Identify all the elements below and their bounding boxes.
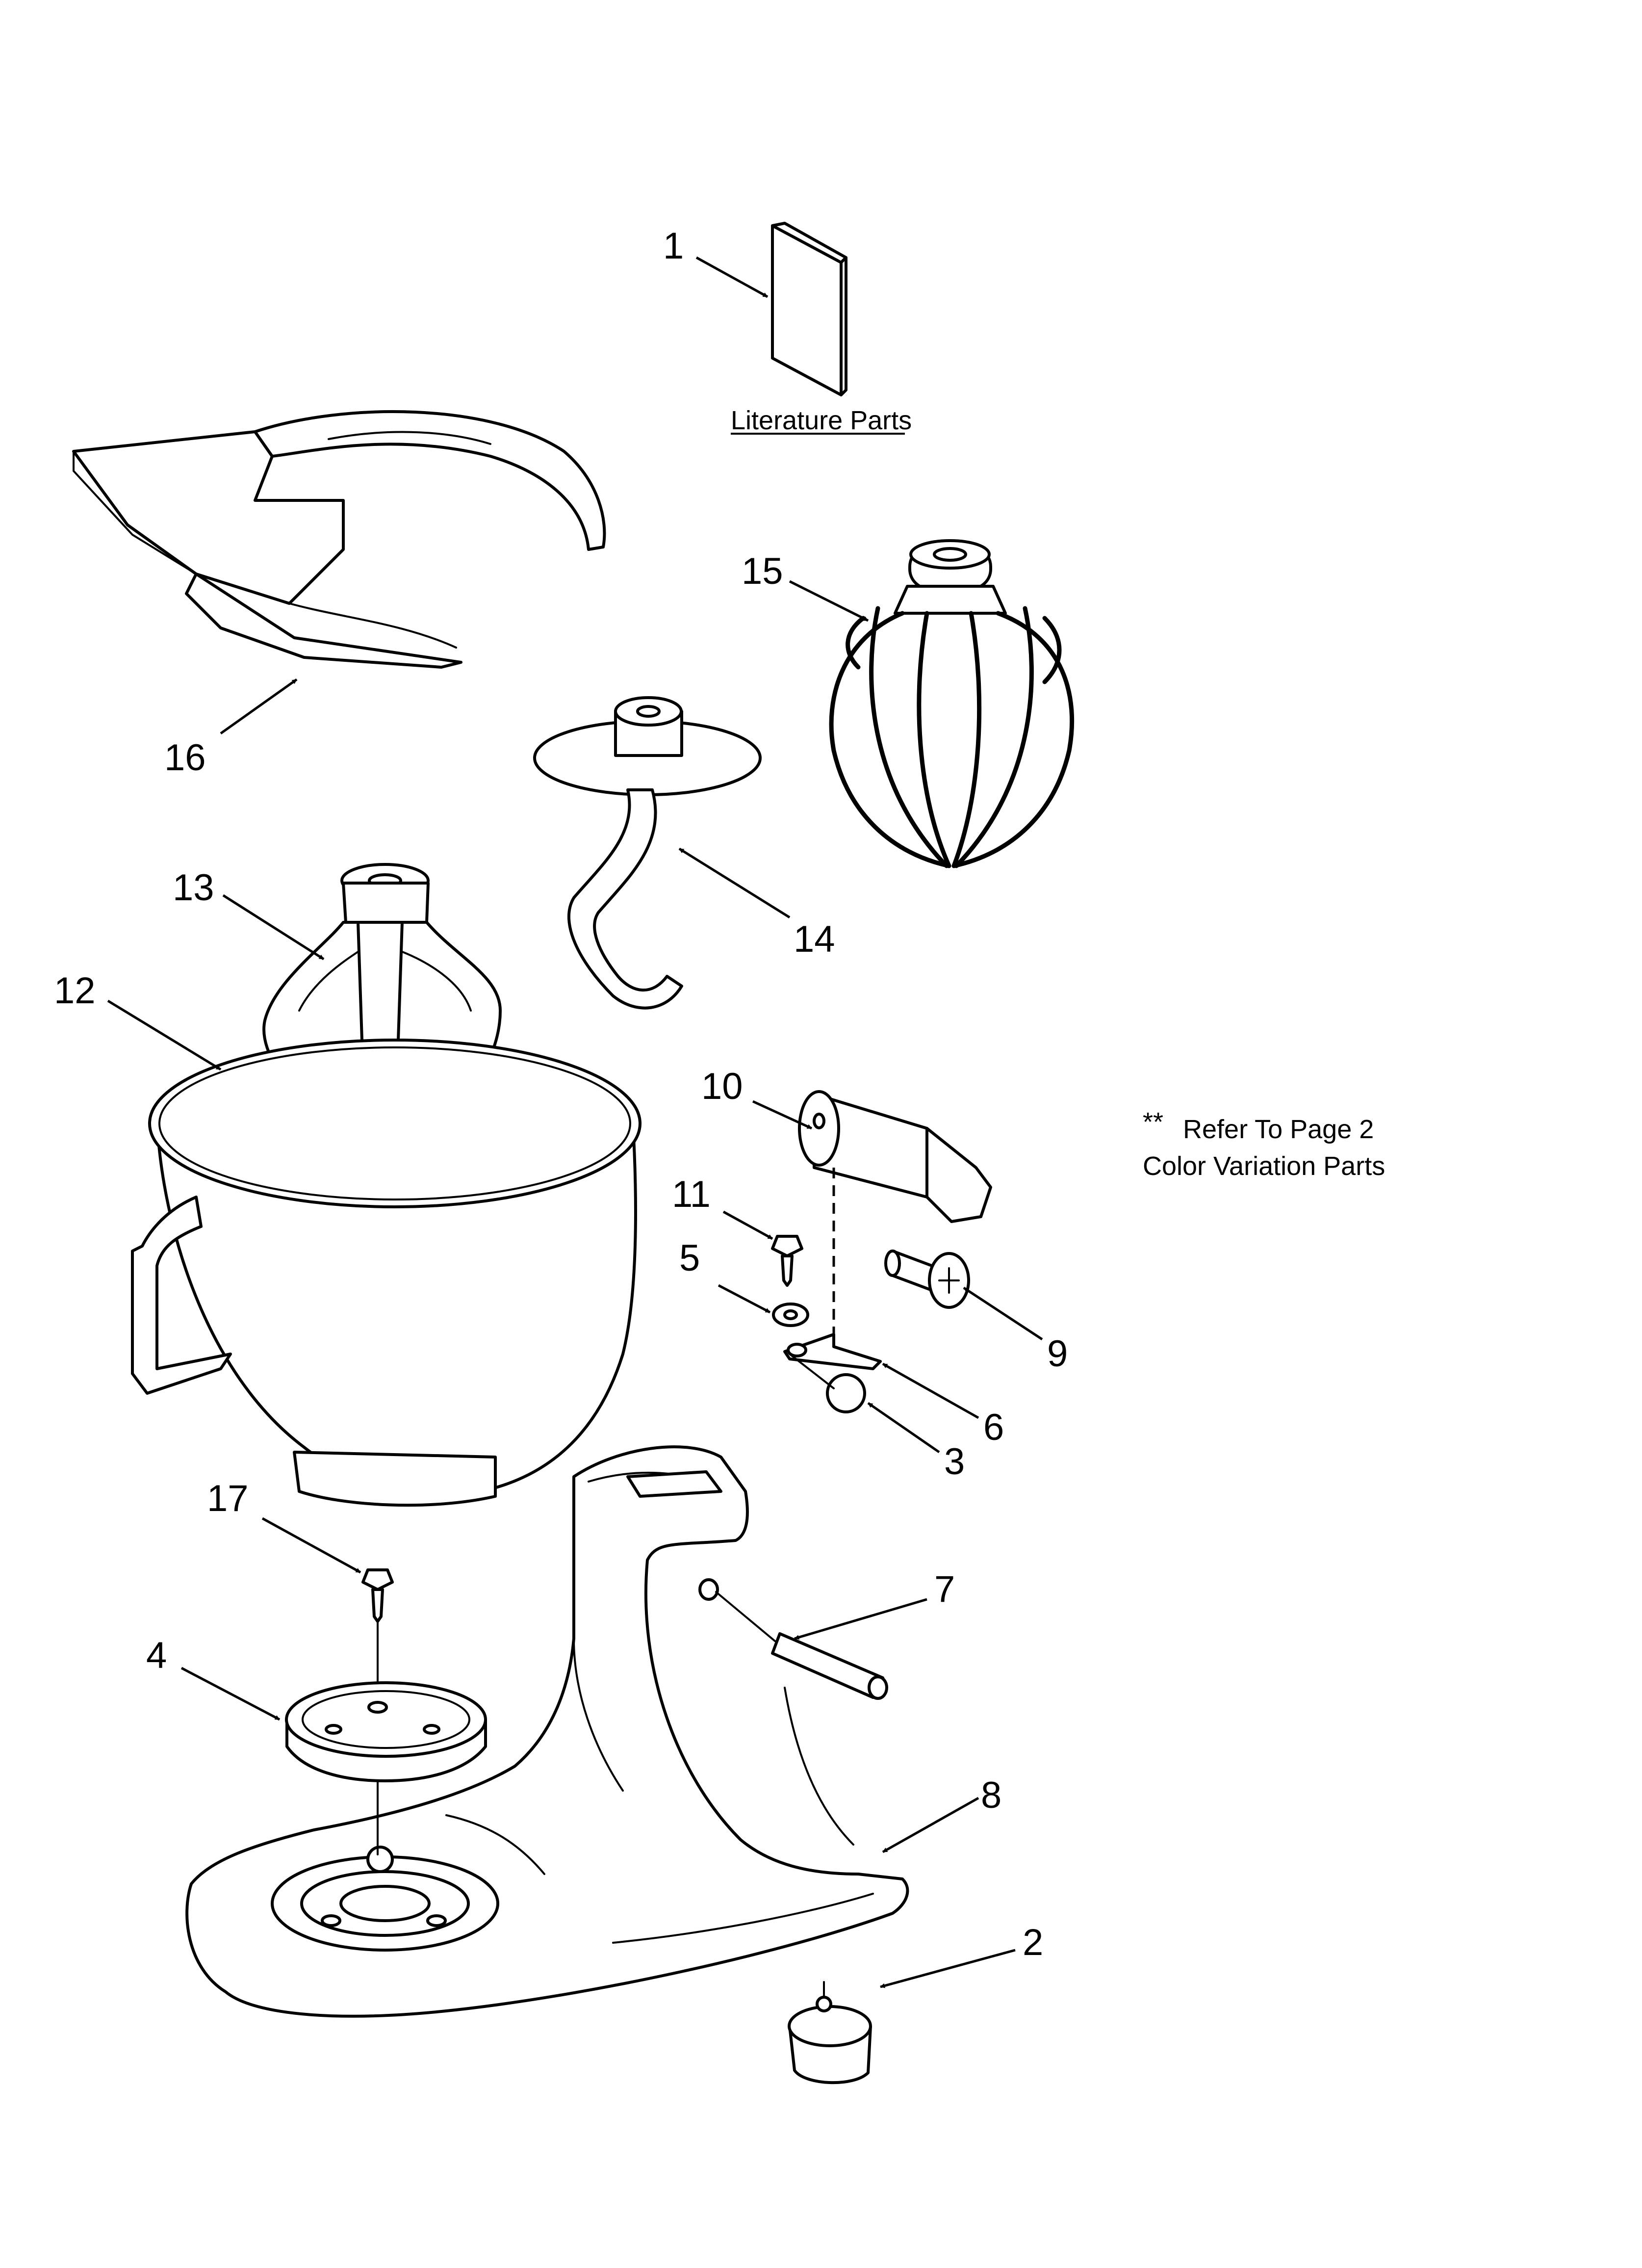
callout-1: 1 xyxy=(663,225,684,267)
callout-10: 10 xyxy=(701,1066,743,1107)
leader-12 xyxy=(107,999,222,1071)
callout-13: 13 xyxy=(173,867,214,909)
leader-1 xyxy=(695,256,769,298)
screw-9 xyxy=(884,1250,970,1309)
callout-12: 12 xyxy=(54,970,96,1012)
leader-4 xyxy=(180,1667,281,1721)
literature-parts-label: Literature Parts xyxy=(731,406,912,435)
note-line-2: Color Variation Parts xyxy=(1143,1151,1385,1181)
callout-11: 11 xyxy=(672,1173,711,1215)
callout-16: 16 xyxy=(164,737,206,779)
mixing-bowl xyxy=(131,1039,641,1507)
literature-booklet xyxy=(771,222,847,396)
wire-whip xyxy=(829,539,1075,868)
screw-11 xyxy=(771,1235,803,1287)
leader-17 xyxy=(261,1517,361,1574)
note-line-1: Refer To Page 2 xyxy=(1183,1115,1374,1144)
leader-15 xyxy=(789,580,869,622)
callout-5: 5 xyxy=(679,1237,700,1279)
hinge-pin xyxy=(798,1090,992,1223)
leader-9 xyxy=(963,1286,1043,1341)
callout-14: 14 xyxy=(794,918,835,960)
leader-7 xyxy=(794,1598,927,1640)
clamp-plate xyxy=(285,1681,487,1855)
leader-2 xyxy=(880,1949,1016,1988)
leader-14 xyxy=(678,847,791,919)
callout-6: 6 xyxy=(983,1407,1004,1448)
mixer-base xyxy=(185,1445,909,2018)
control-knob xyxy=(789,1353,866,1413)
leader-16 xyxy=(220,678,298,735)
callout-9: 9 xyxy=(1047,1333,1068,1375)
callout-15: 15 xyxy=(742,550,783,592)
callout-2: 2 xyxy=(1023,1922,1043,1963)
leader-10 xyxy=(752,1100,813,1130)
lever-6 xyxy=(783,1333,882,1370)
pouring-shield xyxy=(72,410,606,669)
leader-3 xyxy=(867,1402,940,1454)
callout-8: 8 xyxy=(981,1774,1001,1816)
callout-3: 3 xyxy=(944,1441,965,1483)
washer-5 xyxy=(772,1303,809,1327)
leader-8 xyxy=(882,1797,979,1853)
callout-7: 7 xyxy=(934,1568,955,1610)
callout-17: 17 xyxy=(207,1478,249,1519)
leader-13 xyxy=(222,894,325,961)
screw-17 xyxy=(361,1568,394,1708)
rubber-foot xyxy=(788,1981,872,2085)
callout-4: 4 xyxy=(146,1635,167,1676)
dough-hook xyxy=(533,696,762,1010)
leader-5 xyxy=(718,1284,771,1314)
note-stars: ** xyxy=(1143,1107,1163,1137)
leader-11 xyxy=(722,1210,773,1240)
leader-6 xyxy=(882,1362,979,1419)
hinge-pin-rod xyxy=(698,1578,888,1700)
